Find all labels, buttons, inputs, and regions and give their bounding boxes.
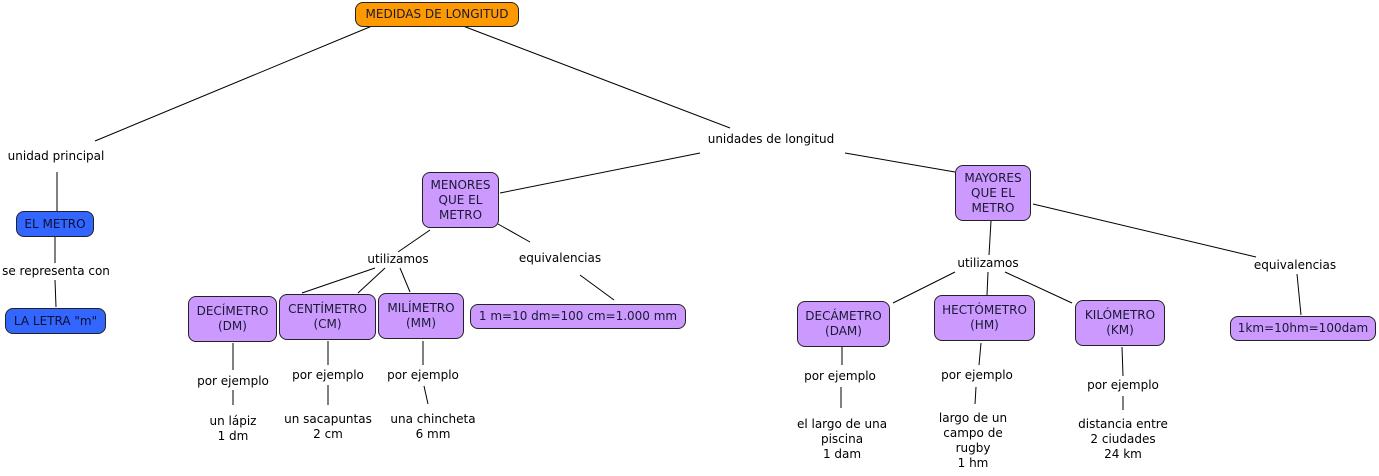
- node-kilometro[interactable]: KILÓMETRO (KM): [1075, 300, 1165, 346]
- link-label-por-ejemplo: por ejemplo: [937, 368, 1017, 383]
- line: [974, 386, 977, 405]
- line: [397, 229, 431, 253]
- root-node-medidas-de-longitud[interactable]: MEDIDAS DE LONGITUD: [355, 2, 519, 27]
- example-decimetro: un lápiz 1 dm: [188, 414, 278, 444]
- line: [499, 152, 701, 194]
- node-milimetro[interactable]: MILÍMETRO (MM): [378, 293, 464, 339]
- node-equivalencias-mayores[interactable]: 1km=10hm=100dam: [1230, 316, 1376, 341]
- node-decametro[interactable]: DECÁMETRO (DAM): [797, 301, 890, 347]
- node-hectometro[interactable]: HECTÓMETRO (HM): [934, 295, 1035, 341]
- line: [94, 25, 373, 142]
- line: [1296, 273, 1302, 316]
- example-decametro: el largo de una piscina 1 dam: [788, 417, 896, 462]
- link-label-por-ejemplo: por ejemplo: [1083, 378, 1163, 393]
- node-centimetro[interactable]: CENTÍMETRO (CM): [279, 294, 376, 340]
- example-milimetro: una chincheta 6 mm: [383, 412, 483, 442]
- line: [844, 152, 956, 173]
- node-mayores-que-el-metro[interactable]: MAYORES QUE EL METRO: [955, 165, 1031, 221]
- link-label-por-ejemplo: por ejemplo: [800, 369, 880, 384]
- line: [892, 271, 956, 304]
- line: [462, 25, 731, 129]
- line: [988, 220, 992, 256]
- line: [423, 385, 429, 405]
- line: [357, 267, 386, 294]
- link-label-unidades-de-longitud: unidades de longitud: [702, 132, 840, 147]
- line: [579, 274, 615, 301]
- line: [986, 271, 989, 296]
- line: [497, 223, 531, 243]
- line: [1032, 203, 1257, 258]
- link-label-utilizamos-mayores: utilizamos: [953, 256, 1023, 271]
- node-el-metro[interactable]: EL METRO: [16, 211, 94, 237]
- node-decimetro[interactable]: DECÍMETRO (DM): [188, 296, 277, 342]
- line: [1004, 271, 1073, 304]
- node-la-letra-m[interactable]: LA LETRA "m": [5, 308, 106, 334]
- link-label-unidad-principal: unidad principal: [4, 149, 108, 164]
- line: [54, 279, 57, 308]
- example-kilometro: distancia entre 2 ciudades 24 km: [1068, 417, 1178, 462]
- line: [978, 342, 982, 366]
- link-label-equivalencias-mayores: equivalencias: [1250, 258, 1340, 273]
- node-menores-que-el-metro[interactable]: MENORES QUE EL METRO: [422, 172, 499, 228]
- node-equivalencias-menores[interactable]: 1 m=10 dm=100 cm=1.000 mm: [470, 304, 686, 329]
- link-label-se-representa-con: se representa con: [0, 264, 112, 279]
- line: [399, 267, 411, 293]
- link-label-por-ejemplo: por ejemplo: [288, 368, 368, 383]
- example-centimetro: un sacapuntas 2 cm: [276, 412, 380, 442]
- line: [301, 267, 376, 294]
- example-hectometro: largo de un campo de rugby 1 hm: [928, 411, 1018, 471]
- line: [1121, 346, 1124, 377]
- link-label-por-ejemplo: por ejemplo: [383, 368, 463, 383]
- link-label-equivalencias-menores: equivalencias: [515, 251, 605, 266]
- link-label-utilizamos-menores: utilizamos: [364, 252, 432, 267]
- link-label-por-ejemplo: por ejemplo: [193, 374, 273, 389]
